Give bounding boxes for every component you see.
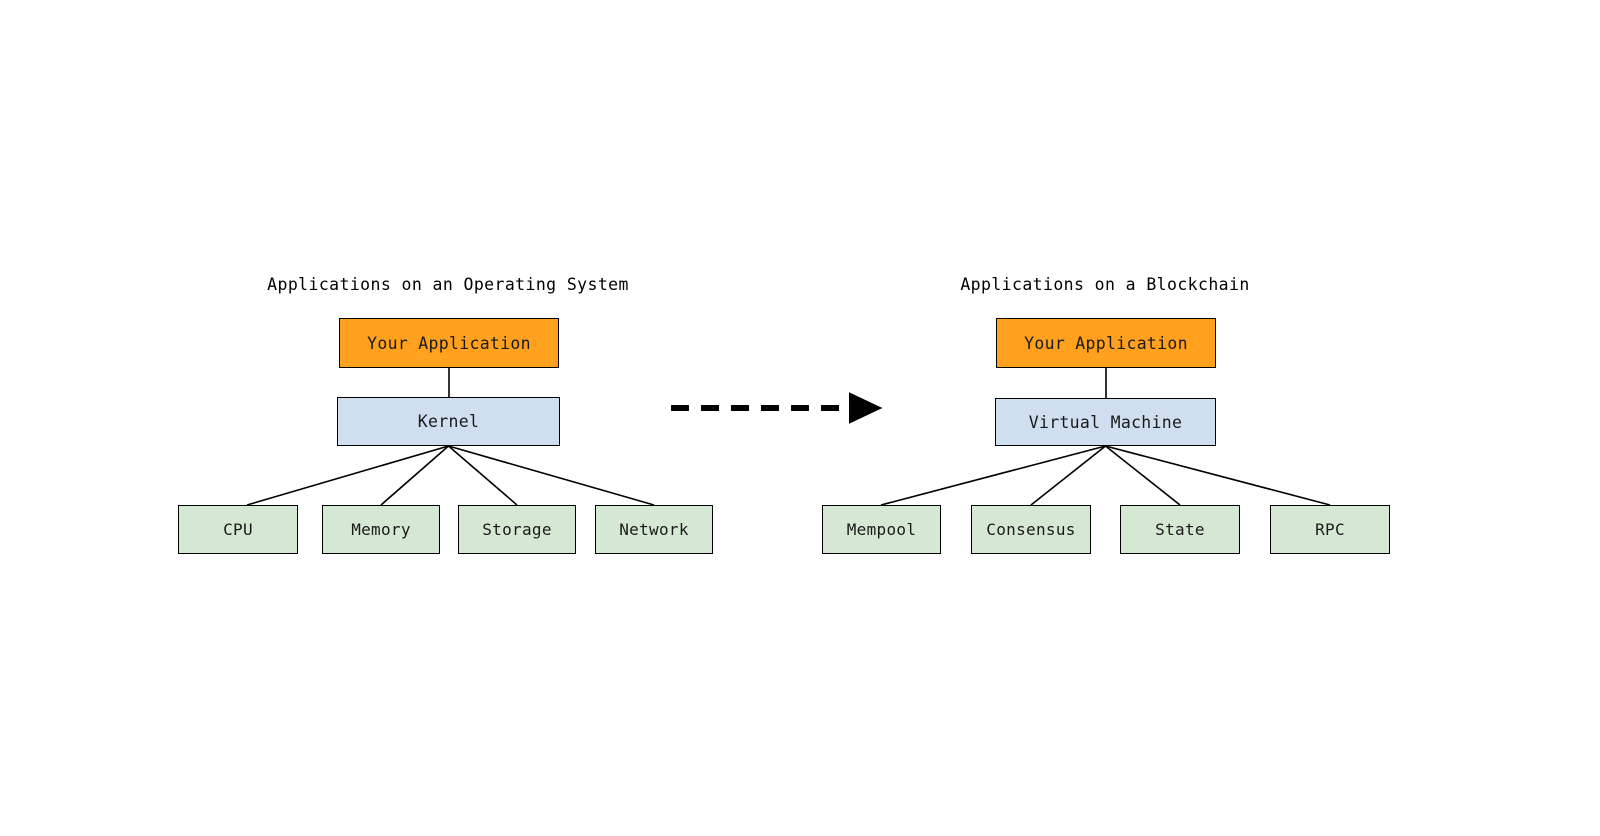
edge-operating-system-runtime-to-leaf-0 [246,445,449,506]
node-your-application-os[interactable]: Your Application [339,318,559,368]
edge-blockchain-runtime-to-leaf-0 [880,445,1106,506]
node-mempool[interactable]: Mempool [822,505,941,554]
group-title-operating-system: Applications on an Operating System [267,275,629,294]
node-rpc[interactable]: RPC [1270,505,1390,554]
edge-operating-system-runtime-to-leaf-3 [448,445,655,506]
edge-blockchain-runtime-to-leaf-2 [1105,445,1181,506]
node-kernel[interactable]: Kernel [337,397,560,446]
node-storage[interactable]: Storage [458,505,576,554]
node-memory[interactable]: Memory [322,505,440,554]
node-your-application-blockchain[interactable]: Your Application [996,318,1216,368]
node-consensus[interactable]: Consensus [971,505,1091,554]
node-network[interactable]: Network [595,505,713,554]
group-title-blockchain: Applications on a Blockchain [960,275,1250,294]
node-virtual-machine[interactable]: Virtual Machine [995,398,1216,446]
node-state[interactable]: State [1120,505,1240,554]
edge-operating-system-runtime-to-leaf-1 [380,445,450,506]
edge-blockchain-runtime-to-leaf-3 [1105,445,1331,506]
node-cpu[interactable]: CPU [178,505,298,554]
edge-blockchain-runtime-to-leaf-1 [1030,445,1106,506]
edge-operating-system-runtime-to-leaf-2 [447,445,518,506]
